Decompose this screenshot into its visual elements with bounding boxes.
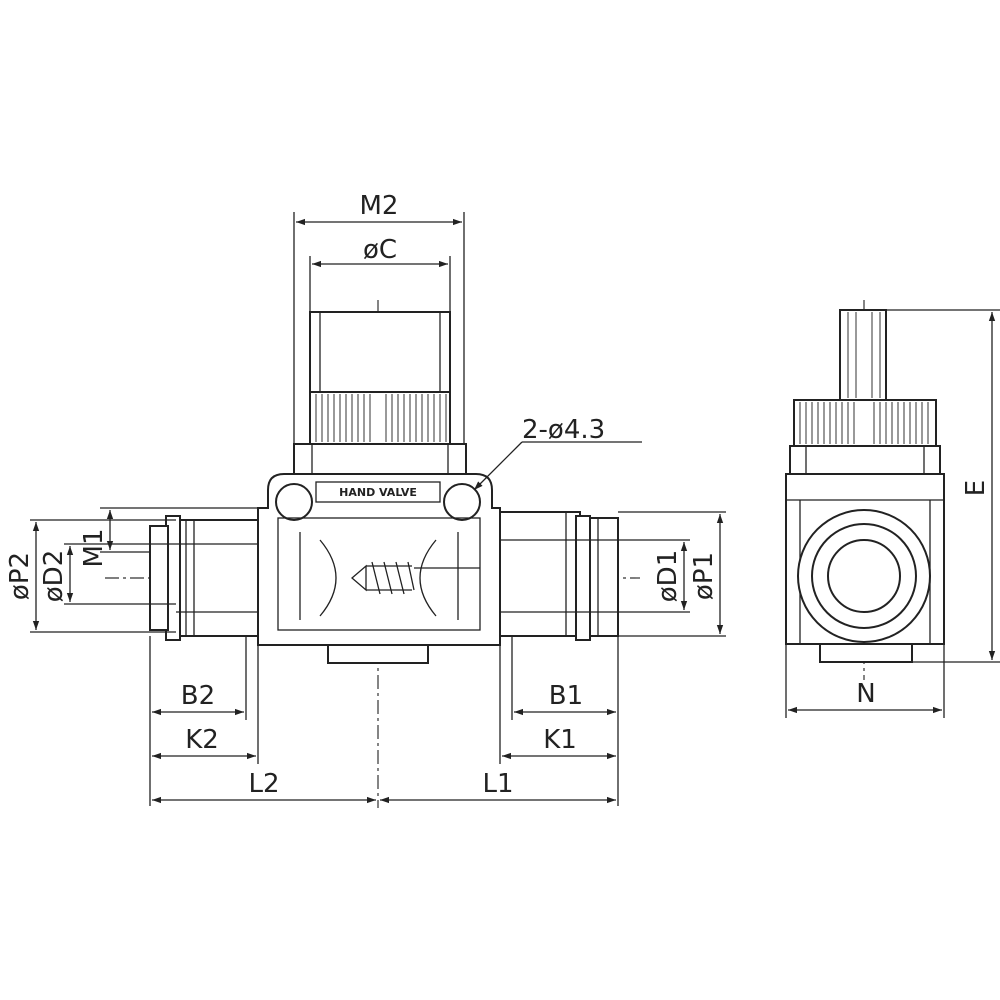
knob-knurling <box>315 394 447 442</box>
side-view <box>785 300 945 680</box>
mounting-hole-right <box>443 483 481 521</box>
side-stem <box>839 309 887 401</box>
spool-spring <box>351 561 480 595</box>
body-cavity <box>277 517 481 631</box>
dim-oc-label: øC <box>363 235 397 265</box>
side-collar <box>789 445 941 475</box>
dim-m1-label: M1 <box>79 529 109 568</box>
mounting-hole-left <box>275 483 313 521</box>
left-fitting <box>149 515 259 641</box>
dim-k2-label: K2 <box>185 725 219 755</box>
knob <box>309 311 451 445</box>
dim-l2-label: L2 <box>248 769 279 799</box>
knob-collar <box>293 443 467 475</box>
dim-e-label: E <box>961 480 991 496</box>
dim-k1-label: K1 <box>543 725 577 755</box>
dim-b1-label: B1 <box>549 681 583 711</box>
hole-callout-label: 2-ø4.3 <box>522 415 605 445</box>
right-fitting <box>499 511 619 641</box>
cavity-arc-left <box>319 539 337 617</box>
side-knob <box>793 399 937 447</box>
side-bottom-boss <box>819 643 913 663</box>
hand-valve-label: HAND VALVE <box>339 486 417 499</box>
dim-od1-label: øD1 <box>653 550 683 602</box>
dim-od2-label: øD2 <box>39 550 69 602</box>
front-view-dimensions: M2 øC 2-ø4.3 M1 øP2 øD2 øD1 øP <box>5 191 726 806</box>
side-knob-knurling <box>799 402 929 444</box>
dim-l1-label: L1 <box>482 769 513 799</box>
dim-op2-label: øP2 <box>5 552 35 600</box>
side-port-inner <box>827 539 901 613</box>
hole-leader-line <box>473 441 523 491</box>
cavity-arc-right <box>419 539 437 617</box>
bottom-boss <box>327 644 429 664</box>
dim-b2-label: B2 <box>181 681 215 711</box>
dim-op1-label: øP1 <box>689 552 719 600</box>
label-plate <box>315 481 441 503</box>
dim-n-label: N <box>856 679 875 709</box>
dim-m2-label: M2 <box>360 191 399 221</box>
side-view-dimensions: E N <box>785 309 1000 718</box>
